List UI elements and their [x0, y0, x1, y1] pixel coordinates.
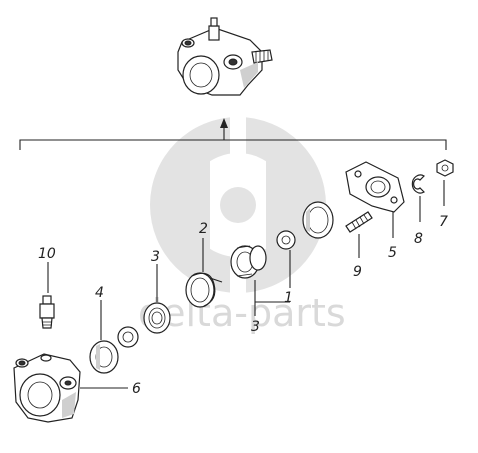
housing-part-6: [13, 353, 128, 423]
watermark-text: delta-parts: [138, 291, 346, 335]
callout-3a: 3: [151, 249, 160, 265]
callout-7: 7: [439, 214, 448, 230]
assembly-bracket: [19, 118, 447, 150]
flange-part-5: [345, 161, 405, 238]
bearing-sleeve-part-4: [89, 300, 119, 374]
callout-6: 6: [132, 381, 141, 397]
callout-1: 1: [284, 290, 293, 306]
grease-nipple: [39, 262, 55, 329]
callout-9: 9: [353, 264, 362, 280]
assembled-housing: [177, 17, 273, 96]
circlip-part-8: [411, 174, 425, 222]
callout-2: 2: [199, 221, 208, 237]
stud-part-9: [345, 211, 373, 258]
watermark-logo: [150, 110, 326, 300]
bearing-part-3a: [143, 264, 171, 334]
callout-3b: 3: [251, 319, 260, 335]
nut-part-7: [436, 159, 454, 206]
callout-8: 8: [414, 231, 423, 247]
callout-4: 4: [95, 285, 104, 301]
callout-5: 5: [388, 245, 397, 261]
bearing-part-3b: [230, 245, 290, 316]
spring-part-2: [185, 238, 223, 308]
washer-part-1: [276, 230, 296, 288]
washer-small-1: [117, 326, 139, 348]
callout-10: 10: [38, 246, 56, 262]
seal-ring: [302, 201, 334, 239]
